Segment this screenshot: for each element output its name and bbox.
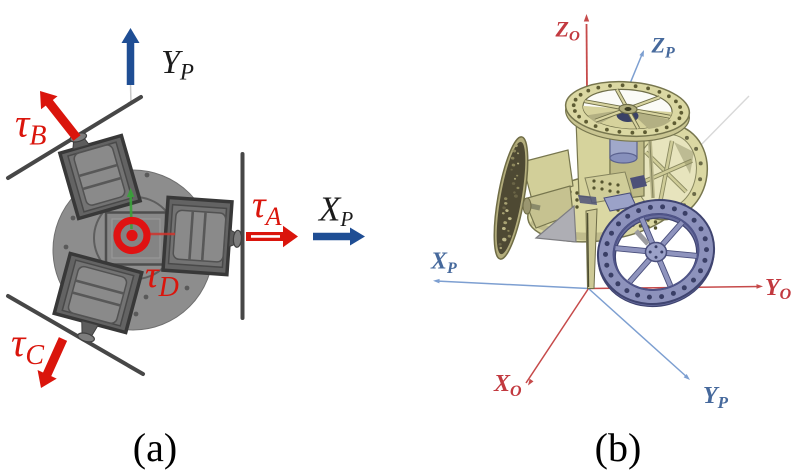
svg-text:(a): (a) [133,425,177,470]
svg-text:(b): (b) [595,425,642,470]
svg-text:YP: YP [703,383,729,412]
svg-text:XO: XO [493,371,522,400]
svg-text:τC: τC [11,320,44,371]
